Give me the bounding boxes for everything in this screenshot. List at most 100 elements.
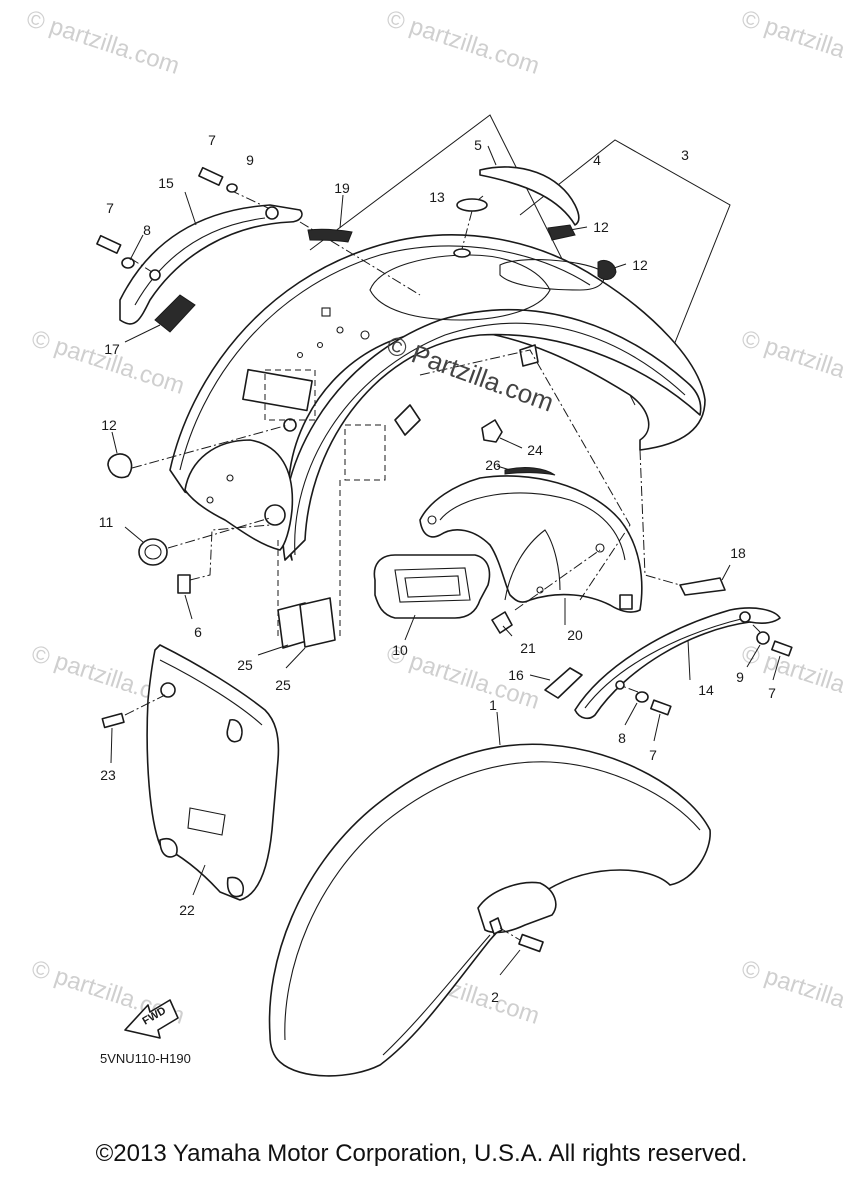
leader-line [111,431,118,454]
callout-15: 15 [158,175,174,191]
rail-bolt-hole [149,269,161,281]
callout-12: 12 [101,417,117,433]
hole [427,515,437,525]
watermark: © partzilla.com [23,5,183,80]
frame-window [404,575,461,598]
cover-slot [187,807,226,836]
leader-line [404,614,416,641]
callout-2: 2 [491,989,499,1005]
callout-7: 7 [208,132,216,148]
hole [489,917,503,935]
callout-9: 9 [736,669,744,685]
hole [619,594,633,610]
rail-bolt-hole [615,680,625,690]
leader-line [772,655,781,681]
bracket-tab [394,404,421,436]
callout-12: 12 [632,257,648,273]
callout-3: 3 [681,147,689,163]
grab-rail-right [544,449,793,720]
bolt-icon [650,699,672,716]
callout-8: 8 [143,222,151,238]
assembly-line [514,549,601,611]
washer-icon [226,183,238,193]
callout-24: 24 [527,442,543,458]
leader-line [653,713,661,742]
leader-line [184,191,197,226]
hole [336,326,344,334]
damper-pad-19 [307,228,353,243]
left-fasteners [96,166,238,269]
leader-line [184,594,193,620]
bolt-icon [96,234,122,254]
inner-fender-20 [419,349,643,613]
assembly-line [499,927,521,941]
watermark: © partzilla.com [738,325,843,400]
inner-fender-edge [439,492,626,561]
leader-line [124,526,144,543]
mount-boss [160,682,176,698]
callouts: 2 1 3 4 5 6 7 7 7 7 8 8 9 9 10 11 12 12 … [99,132,776,1005]
mount-boss [226,719,243,743]
fender-cover [479,166,580,226]
callout-5: 5 [474,137,482,153]
leader-line [124,324,161,343]
washer-icon [756,631,770,645]
watermark: © partzilla.com [383,5,543,80]
watermark: © partzilla.com [28,325,188,400]
grommet-12 [547,224,617,280]
leader-line [569,226,588,231]
leader-line [721,564,731,581]
callout-25: 25 [237,657,253,673]
rail-bolt-hole [265,206,279,220]
fender-panel [369,254,551,321]
grommet-icon [547,224,576,241]
hidden-outline [264,369,316,421]
callout-17: 17 [104,341,120,357]
watermark: © partzilla.com [738,5,843,80]
leader-lines [110,145,781,976]
plate-recess [242,368,313,412]
leader-line [477,195,484,201]
fender-rib-line [294,322,686,556]
clip-24 [481,419,503,443]
watermark: © partzilla.com [738,955,843,1030]
fender-panel [499,259,605,291]
washer-icon [635,691,649,703]
rail-bolt-hole [739,611,751,623]
mount-boss [159,837,178,858]
fender-edge [179,245,591,471]
hole [536,586,544,594]
leader-line [496,711,501,746]
diagram-code: 5VNU110-H190 [100,1051,191,1066]
callout-7: 7 [649,747,657,763]
assembly-line [747,619,761,633]
callout-18: 18 [730,545,746,561]
bolt-icon [518,933,544,953]
rail-edge [134,217,266,306]
hole [206,496,214,504]
leader-line [110,727,113,764]
callout-4: 4 [593,152,601,168]
assembly-line [419,349,631,601]
leader-line [285,647,306,669]
bolt-21 [491,611,513,634]
callout-23: 23 [100,767,116,783]
damper-pad-16 [544,667,583,699]
grab-rail-body [119,204,303,325]
grab-rail-body [574,607,781,720]
bolt-icon [771,640,793,657]
bracket-tab [519,344,539,367]
leader-line [129,234,144,261]
left-grommets [107,424,289,594]
front-fender [268,743,711,1077]
license-frame-10 [373,554,491,619]
cover-edge [159,659,263,726]
leader-line [257,644,289,656]
leader-line [496,465,511,471]
bolt-icon [101,712,125,729]
mount-boss [226,876,244,898]
copyright-footer: ©2013 Yamaha Motor Corporation, U.S.A. A… [95,1140,748,1167]
side-cover-22 [101,644,280,901]
bolt-icon [198,166,224,186]
